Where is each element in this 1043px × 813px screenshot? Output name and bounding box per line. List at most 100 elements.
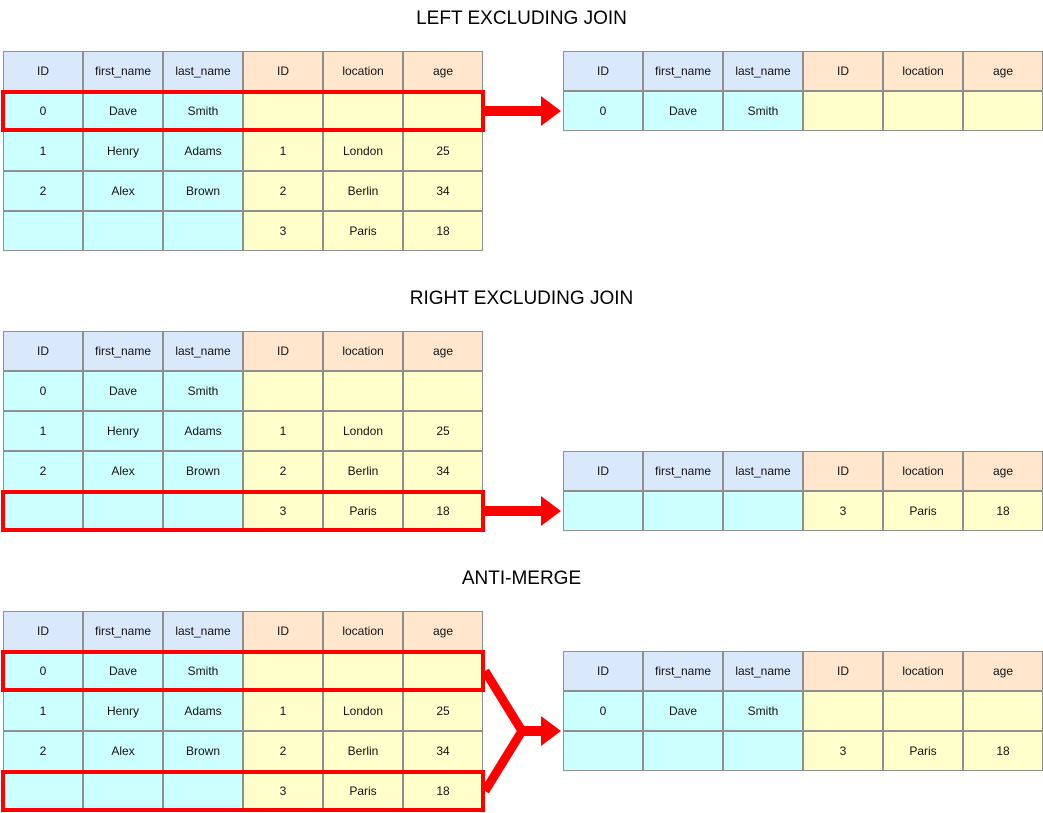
result-cell-anti-merge-s2-r1-c5: 18 [963,731,1043,771]
source-cell-left-excluding-s0-r3-c0 [3,211,83,251]
source-cell-left-excluding-s0-r0-c4 [323,91,403,131]
source-cell-left-excluding-s0-r1-c0: 1 [3,131,83,171]
source-cell-right-excluding-s1-r2-c4: Berlin [323,451,403,491]
arrow-left-excluding-join [485,96,561,126]
result-header-left-excluding-s0-rh-c4: location [883,51,963,91]
source-cell-left-excluding-s0-r3-c3: 3 [243,211,323,251]
source-cell-right-excluding-s1-r3-c1 [83,491,163,531]
result-cell-anti-merge-s2-r1-c4: Paris [883,731,963,771]
source-cell-anti-merge-s2-r2-c2: Brown [163,731,243,771]
source-cell-right-excluding-s1-r1-c1: Henry [83,411,163,451]
source-cell-right-excluding-s1-r2-c3: 2 [243,451,323,491]
source-cell-right-excluding-s1-r2-c0: 2 [3,451,83,491]
source-cell-anti-merge-s2-r0-c0: 0 [3,651,83,691]
source-cell-left-excluding-s0-r3-c1 [83,211,163,251]
source-cell-left-excluding-s0-r2-c1: Alex [83,171,163,211]
source-cell-left-excluding-s0-r0-c1: Dave [83,91,163,131]
result-cell-right-excluding-s1-r0-c1 [643,491,723,531]
source-cell-left-excluding-s0-r2-c0: 2 [3,171,83,211]
source-cell-anti-merge-s2-r2-c4: Berlin [323,731,403,771]
source-cell-right-excluding-s1-r0-c2: Smith [163,371,243,411]
source-cell-anti-merge-s2-r2-c3: 2 [243,731,323,771]
result-cell-anti-merge-s2-r1-c2 [723,731,803,771]
result-cell-anti-merge-s2-r0-c3 [803,691,883,731]
result-header-anti-merge-s2-rh-c1: first_name [643,651,723,691]
source-cell-anti-merge-s2-r3-c4: Paris [323,771,403,811]
source-cell-left-excluding-s0-r3-c2 [163,211,243,251]
source-header-left-excluding-s0-rh-c3: ID [243,51,323,91]
source-cell-left-excluding-s0-r0-c5 [403,91,483,131]
source-cell-left-excluding-s0-r1-c5: 25 [403,131,483,171]
source-cell-right-excluding-s1-r3-c5: 18 [403,491,483,531]
result-cell-right-excluding-s1-r0-c5: 18 [963,491,1043,531]
result-header-anti-merge-s2-rh-c3: ID [803,651,883,691]
source-cell-right-excluding-s1-r1-c4: London [323,411,403,451]
result-header-right-excluding-s1-rh-c3: ID [803,451,883,491]
source-cell-right-excluding-s1-r0-c5 [403,371,483,411]
result-cell-anti-merge-s2-r0-c5 [963,691,1043,731]
source-cell-right-excluding-s1-r2-c2: Brown [163,451,243,491]
source-header-right-excluding-s1-rh-c1: first_name [83,331,163,371]
result-header-right-excluding-s1-rh-c0: ID [563,451,643,491]
source-cell-anti-merge-s2-r1-c0: 1 [3,691,83,731]
section-title-left-excluding-join: LEFT EXCLUDING JOIN [416,8,627,29]
source-header-anti-merge-s2-rh-c3: ID [243,611,323,651]
source-cell-right-excluding-s1-r3-c4: Paris [323,491,403,531]
result-cell-right-excluding-s1-r0-c4: Paris [883,491,963,531]
result-header-right-excluding-s1-rh-c1: first_name [643,451,723,491]
source-cell-left-excluding-s0-r2-c3: 2 [243,171,323,211]
result-cell-left-excluding-s0-r0-c1: Dave [643,91,723,131]
source-header-anti-merge-s2-rh-c0: ID [3,611,83,651]
arrow-right-excluding-join [485,496,561,526]
source-cell-anti-merge-s2-r1-c4: London [323,691,403,731]
result-cell-left-excluding-s0-r0-c0: 0 [563,91,643,131]
result-cell-anti-merge-s2-r0-c1: Dave [643,691,723,731]
source-header-right-excluding-s1-rh-c4: location [323,331,403,371]
source-cell-right-excluding-s1-r2-c5: 34 [403,451,483,491]
source-cell-anti-merge-s2-r3-c0 [3,771,83,811]
result-header-anti-merge-s2-rh-c4: location [883,651,963,691]
source-header-right-excluding-s1-rh-c0: ID [3,331,83,371]
source-cell-right-excluding-s1-r3-c0 [3,491,83,531]
result-header-right-excluding-s1-rh-c4: location [883,451,963,491]
source-header-right-excluding-s1-rh-c2: last_name [163,331,243,371]
source-cell-anti-merge-s2-r3-c1 [83,771,163,811]
result-header-left-excluding-s0-rh-c1: first_name [643,51,723,91]
result-cell-right-excluding-s1-r0-c0 [563,491,643,531]
source-cell-anti-merge-s2-r1-c1: Henry [83,691,163,731]
source-cell-right-excluding-s1-r0-c3 [243,371,323,411]
source-header-anti-merge-s2-rh-c1: first_name [83,611,163,651]
result-header-left-excluding-s0-rh-c5: age [963,51,1043,91]
source-cell-right-excluding-s1-r1-c3: 1 [243,411,323,451]
source-header-left-excluding-s0-rh-c1: first_name [83,51,163,91]
source-header-left-excluding-s0-rh-c4: location [323,51,403,91]
result-header-left-excluding-s0-rh-c3: ID [803,51,883,91]
source-cell-left-excluding-s0-r0-c0: 0 [3,91,83,131]
result-cell-left-excluding-s0-r0-c2: Smith [723,91,803,131]
source-header-anti-merge-s2-rh-c2: last_name [163,611,243,651]
source-cell-left-excluding-s0-r0-c2: Smith [163,91,243,131]
arrow-anti-merge [518,716,561,746]
result-header-left-excluding-s0-rh-c2: last_name [723,51,803,91]
source-cell-anti-merge-s2-r0-c3 [243,651,323,691]
result-cell-anti-merge-s2-r1-c1 [643,731,723,771]
source-cell-left-excluding-s0-r2-c5: 34 [403,171,483,211]
source-cell-anti-merge-s2-r2-c1: Alex [83,731,163,771]
source-header-left-excluding-s0-rh-c5: age [403,51,483,91]
source-cell-anti-merge-s2-r2-c5: 34 [403,731,483,771]
result-header-anti-merge-s2-rh-c5: age [963,651,1043,691]
source-cell-anti-merge-s2-r0-c4 [323,651,403,691]
source-cell-left-excluding-s0-r0-c3 [243,91,323,131]
source-cell-right-excluding-s1-r3-c2 [163,491,243,531]
source-header-left-excluding-s0-rh-c0: ID [3,51,83,91]
source-cell-anti-merge-s2-r1-c5: 25 [403,691,483,731]
result-header-right-excluding-s1-rh-c5: age [963,451,1043,491]
section-title-right-excluding-join: RIGHT EXCLUDING JOIN [409,288,634,309]
merge-lines-anti-merge [481,668,528,794]
result-cell-anti-merge-s2-r1-c0 [563,731,643,771]
section-title-anti-merge: ANTI-MERGE [461,568,582,589]
result-header-left-excluding-s0-rh-c0: ID [563,51,643,91]
result-cell-anti-merge-s2-r0-c4 [883,691,963,731]
source-header-left-excluding-s0-rh-c2: last_name [163,51,243,91]
